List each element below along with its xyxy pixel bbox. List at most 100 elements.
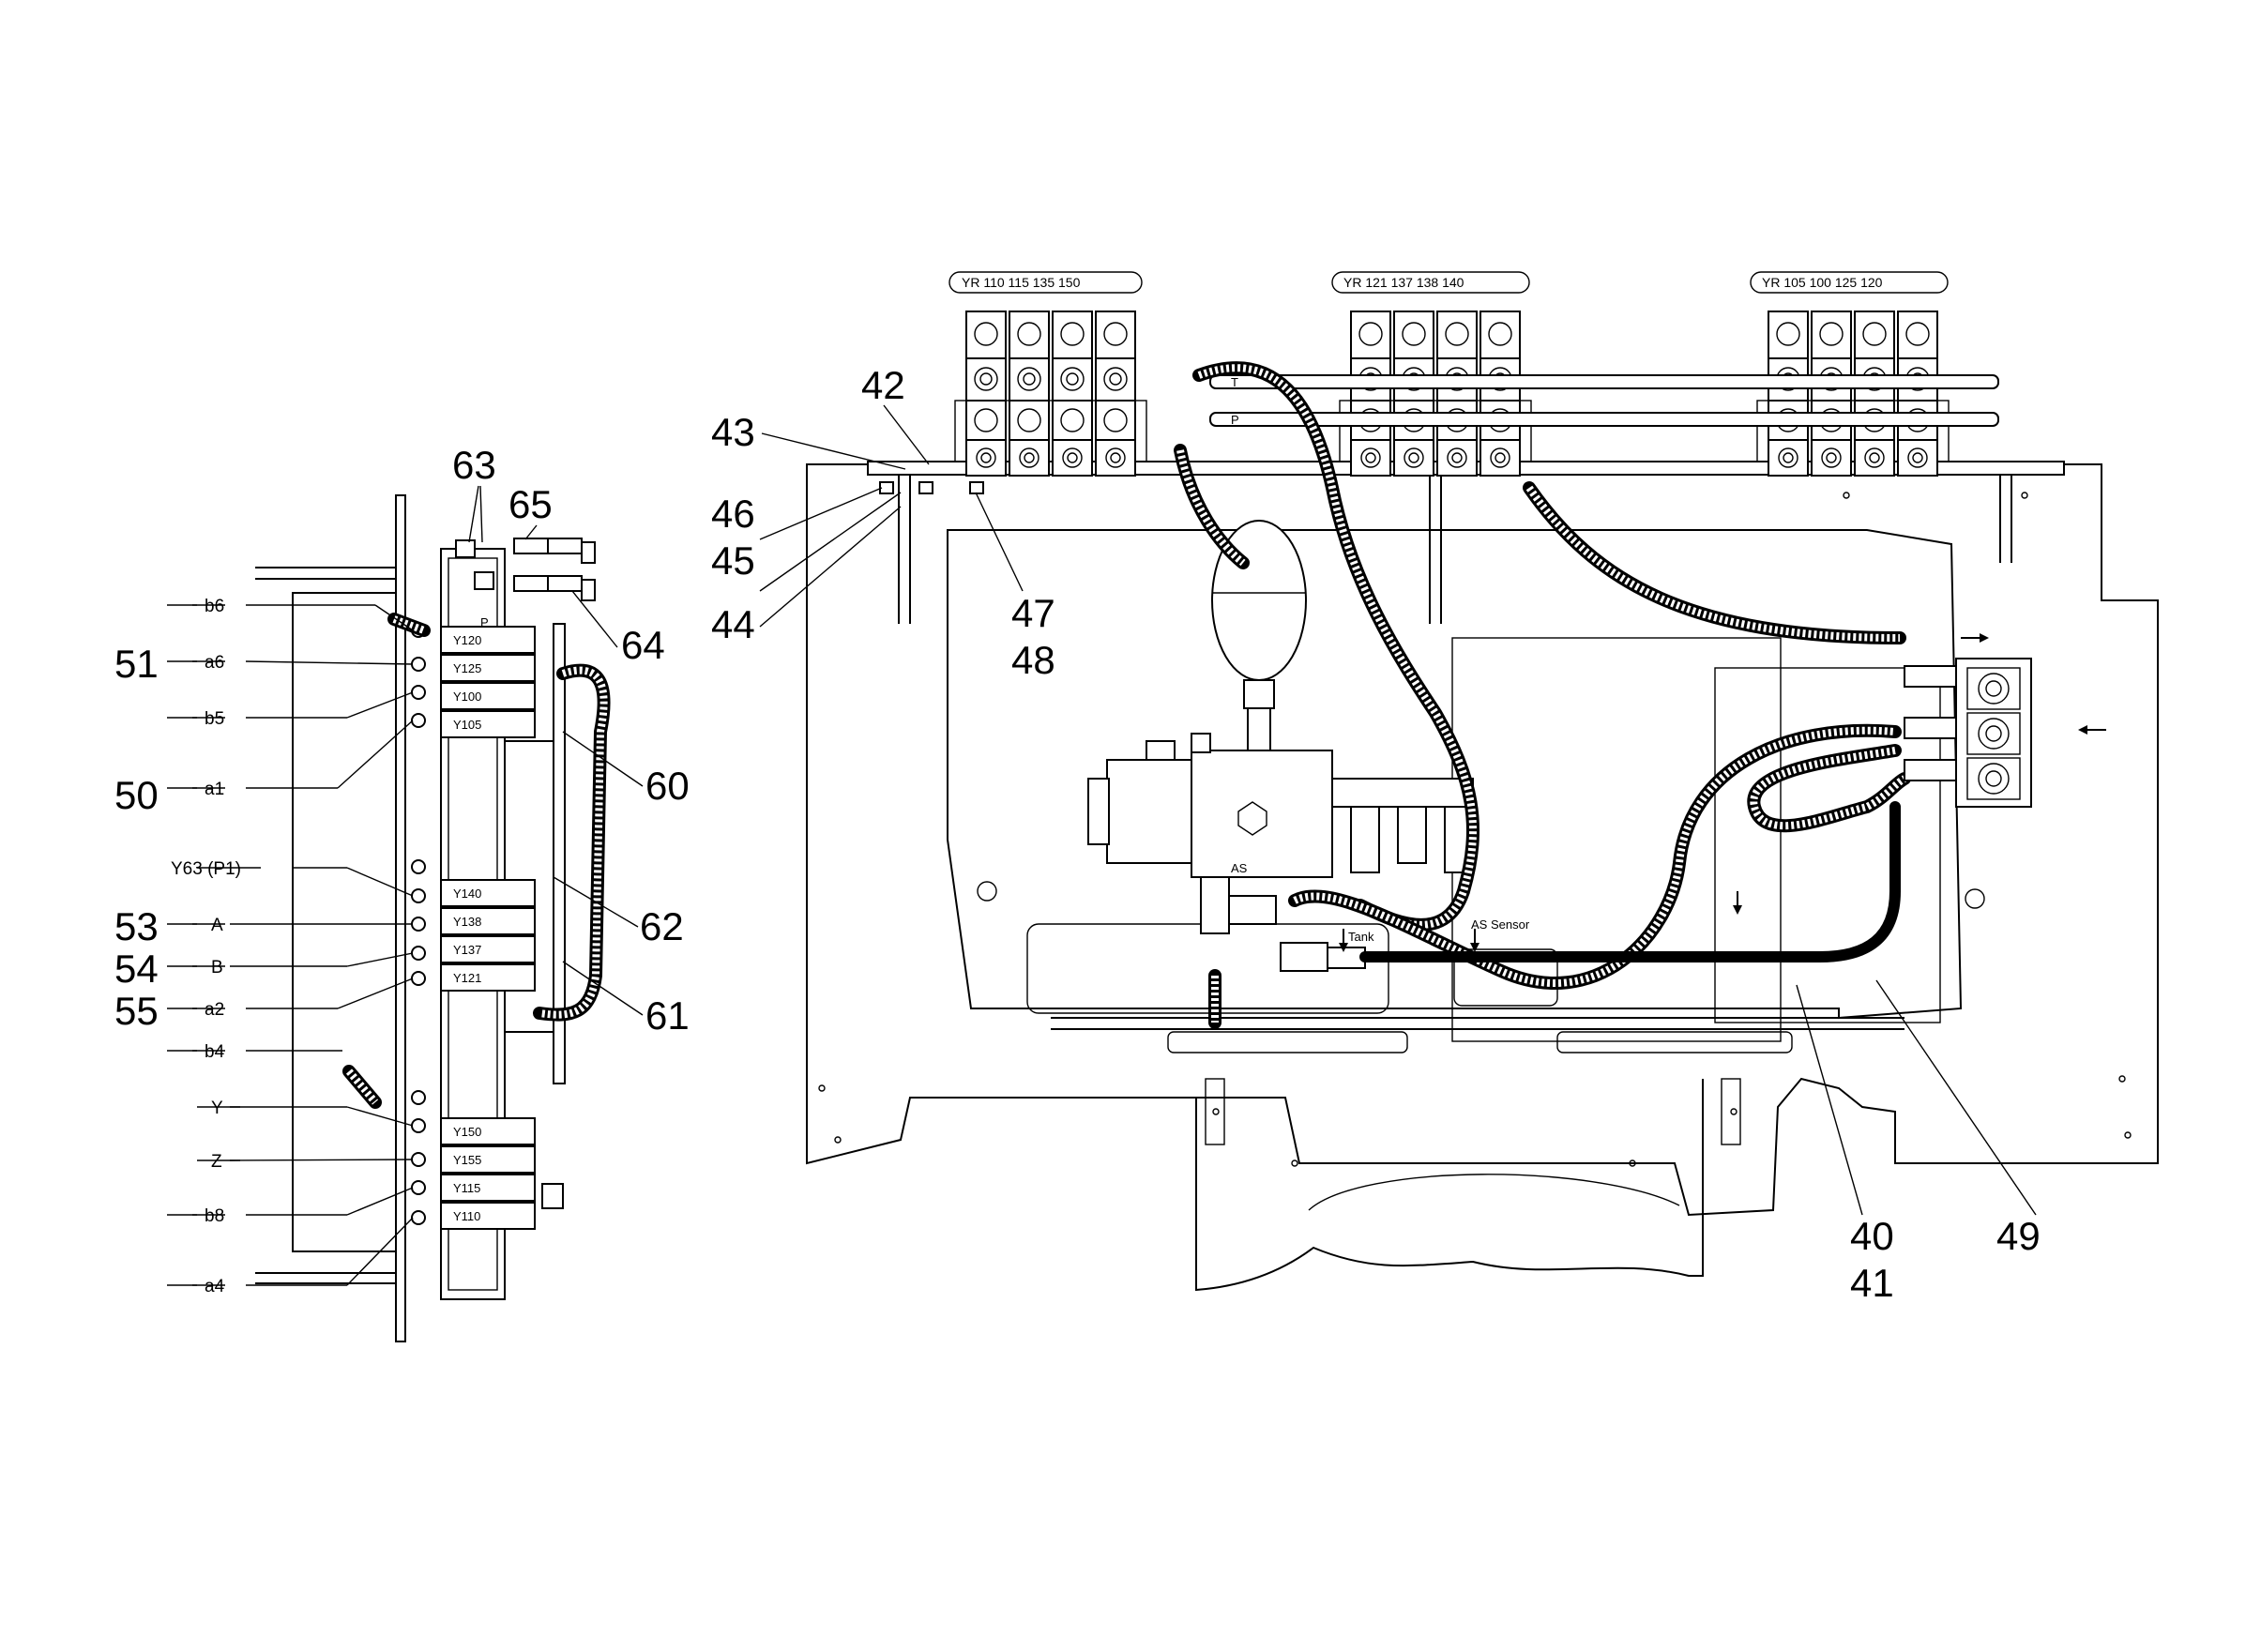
- solenoid-valve: [1009, 357, 1050, 402]
- solenoid-valve: [980, 452, 992, 463]
- solenoid-valve: [1103, 367, 1128, 391]
- solenoid-valve: [1447, 447, 1467, 468]
- solenoid-valve: [1393, 311, 1434, 359]
- solenoid-valve: [1109, 372, 1122, 386]
- port-label-b: B: [211, 958, 223, 978]
- left-back-panel: [292, 592, 406, 1252]
- port-label-b4: b4: [205, 1042, 225, 1062]
- solenoid-valve: [965, 400, 1007, 441]
- solenoid-valve: [1017, 322, 1041, 346]
- callout-50: 50: [114, 773, 159, 817]
- solenoid-valve: [1480, 439, 1521, 477]
- solenoid-valve: [1052, 311, 1093, 359]
- label-as-sensor: AS Sensor: [1471, 917, 1530, 932]
- solenoid-valve: [1017, 367, 1041, 391]
- solenoid-valve: [1360, 447, 1381, 468]
- solenoid-valve: [1768, 439, 1809, 477]
- port-label-a4: a4: [205, 1277, 225, 1296]
- port-label-a6: a6: [205, 653, 224, 673]
- callout-45: 45: [711, 538, 755, 583]
- yr-group-2-label: YR 121 137 138 140: [1343, 275, 1464, 290]
- left-side-bar: [553, 623, 566, 1084]
- right-view: YR 110 115 135 150 YR 121 137 138 140 YR…: [711, 271, 2159, 1305]
- callout-43: 43: [711, 410, 755, 454]
- solenoid-valve: [1023, 372, 1036, 386]
- port-label-a2: a2: [205, 1000, 224, 1020]
- solenoid-valve: [1897, 311, 1938, 359]
- solenoid-valve: [1052, 400, 1093, 441]
- pump-motor: [1106, 759, 1192, 864]
- solenoid-valve: [1095, 357, 1136, 402]
- solenoid-valve: [1436, 311, 1478, 359]
- solenoid-valve: [1060, 322, 1085, 346]
- label-tank: Tank: [1348, 930, 1374, 944]
- solenoid-valve: [1009, 439, 1050, 477]
- valve-tag: Y125: [453, 661, 481, 675]
- solenoid-valve: [1905, 322, 1930, 346]
- solenoid-valve: [1490, 447, 1510, 468]
- left-view: Y120 Y125 Y100 Y105 Y140 Y138 Y137 Y121 …: [114, 443, 690, 1342]
- solenoid-valve: [1811, 439, 1852, 477]
- tube-label-t: T: [1231, 375, 1238, 389]
- machine-lower-tower: [1195, 1079, 1704, 1292]
- valve-tag: Y150: [453, 1125, 481, 1139]
- mounting-holes: [818, 492, 2132, 1167]
- tube-label-p: P: [1231, 413, 1239, 427]
- solenoid-valve: [1897, 439, 1938, 477]
- solenoid-valve: [1864, 447, 1885, 468]
- solenoid-valve: [974, 367, 998, 391]
- left-valve-stack-upper: [440, 626, 536, 738]
- valve-manifold-base: [954, 400, 1147, 462]
- solenoid-valve: [1095, 439, 1136, 477]
- callout-46: 46: [711, 492, 755, 536]
- left-valve-stack-middle: [440, 879, 536, 992]
- solenoid-valve: [1495, 452, 1506, 463]
- solenoid-valve: [1811, 311, 1852, 359]
- solenoid-valve: [1408, 452, 1419, 463]
- solenoid-valve: [1402, 322, 1426, 346]
- solenoid-valve: [1110, 452, 1121, 463]
- callout-49: 49: [1996, 1214, 2041, 1258]
- solenoid-valve: [1350, 311, 1391, 359]
- solenoid-valve: [976, 447, 996, 468]
- solenoid-valve: [974, 408, 998, 432]
- callout-40: 40: [1850, 1214, 1894, 1258]
- solenoid-valve: [965, 357, 1007, 402]
- solenoid-valve: [1066, 372, 1079, 386]
- solenoid-valve: [1024, 452, 1035, 463]
- solenoid-valve: [1826, 452, 1837, 463]
- solenoid-valve: [1095, 400, 1136, 441]
- callout-65: 65: [508, 482, 553, 526]
- left-port-fittings: [411, 623, 426, 1225]
- port-label-b6: b6: [205, 597, 224, 616]
- solenoid-valve: [1393, 439, 1434, 477]
- port-leaders: [229, 604, 414, 1286]
- callout-61: 61: [645, 993, 690, 1038]
- port-label-a: A: [211, 916, 223, 935]
- solenoid-valve: [1095, 311, 1136, 359]
- callout-47: 47: [1011, 591, 1055, 635]
- solenoid-valve: [1907, 447, 1928, 468]
- solenoid-valve: [1019, 447, 1039, 468]
- callout-42: 42: [861, 363, 905, 407]
- callout-48: 48: [1011, 638, 1055, 682]
- valve-manifold-base: [1339, 400, 1532, 462]
- solenoid-valve: [1060, 408, 1085, 432]
- machine-body-outline: [806, 463, 2159, 1217]
- callout-55: 55: [114, 989, 159, 1033]
- valve-block: [1191, 750, 1333, 878]
- yr-group-3-frame: [1750, 271, 1949, 294]
- solenoid-valve: [1480, 311, 1521, 359]
- valve-tag: Y121: [453, 971, 481, 985]
- callout-41: 41: [1850, 1261, 1894, 1305]
- valve-tag: Y100: [453, 690, 481, 704]
- solenoid-valve: [1103, 322, 1128, 346]
- solenoid-valve: [1404, 447, 1424, 468]
- port-label-a1: a1: [205, 780, 224, 799]
- solenoid-valve: [1912, 452, 1923, 463]
- solenoid-valve: [1488, 322, 1512, 346]
- solenoid-valve: [1060, 367, 1085, 391]
- solenoid-valve: [1854, 311, 1895, 359]
- callout-53: 53: [114, 904, 159, 948]
